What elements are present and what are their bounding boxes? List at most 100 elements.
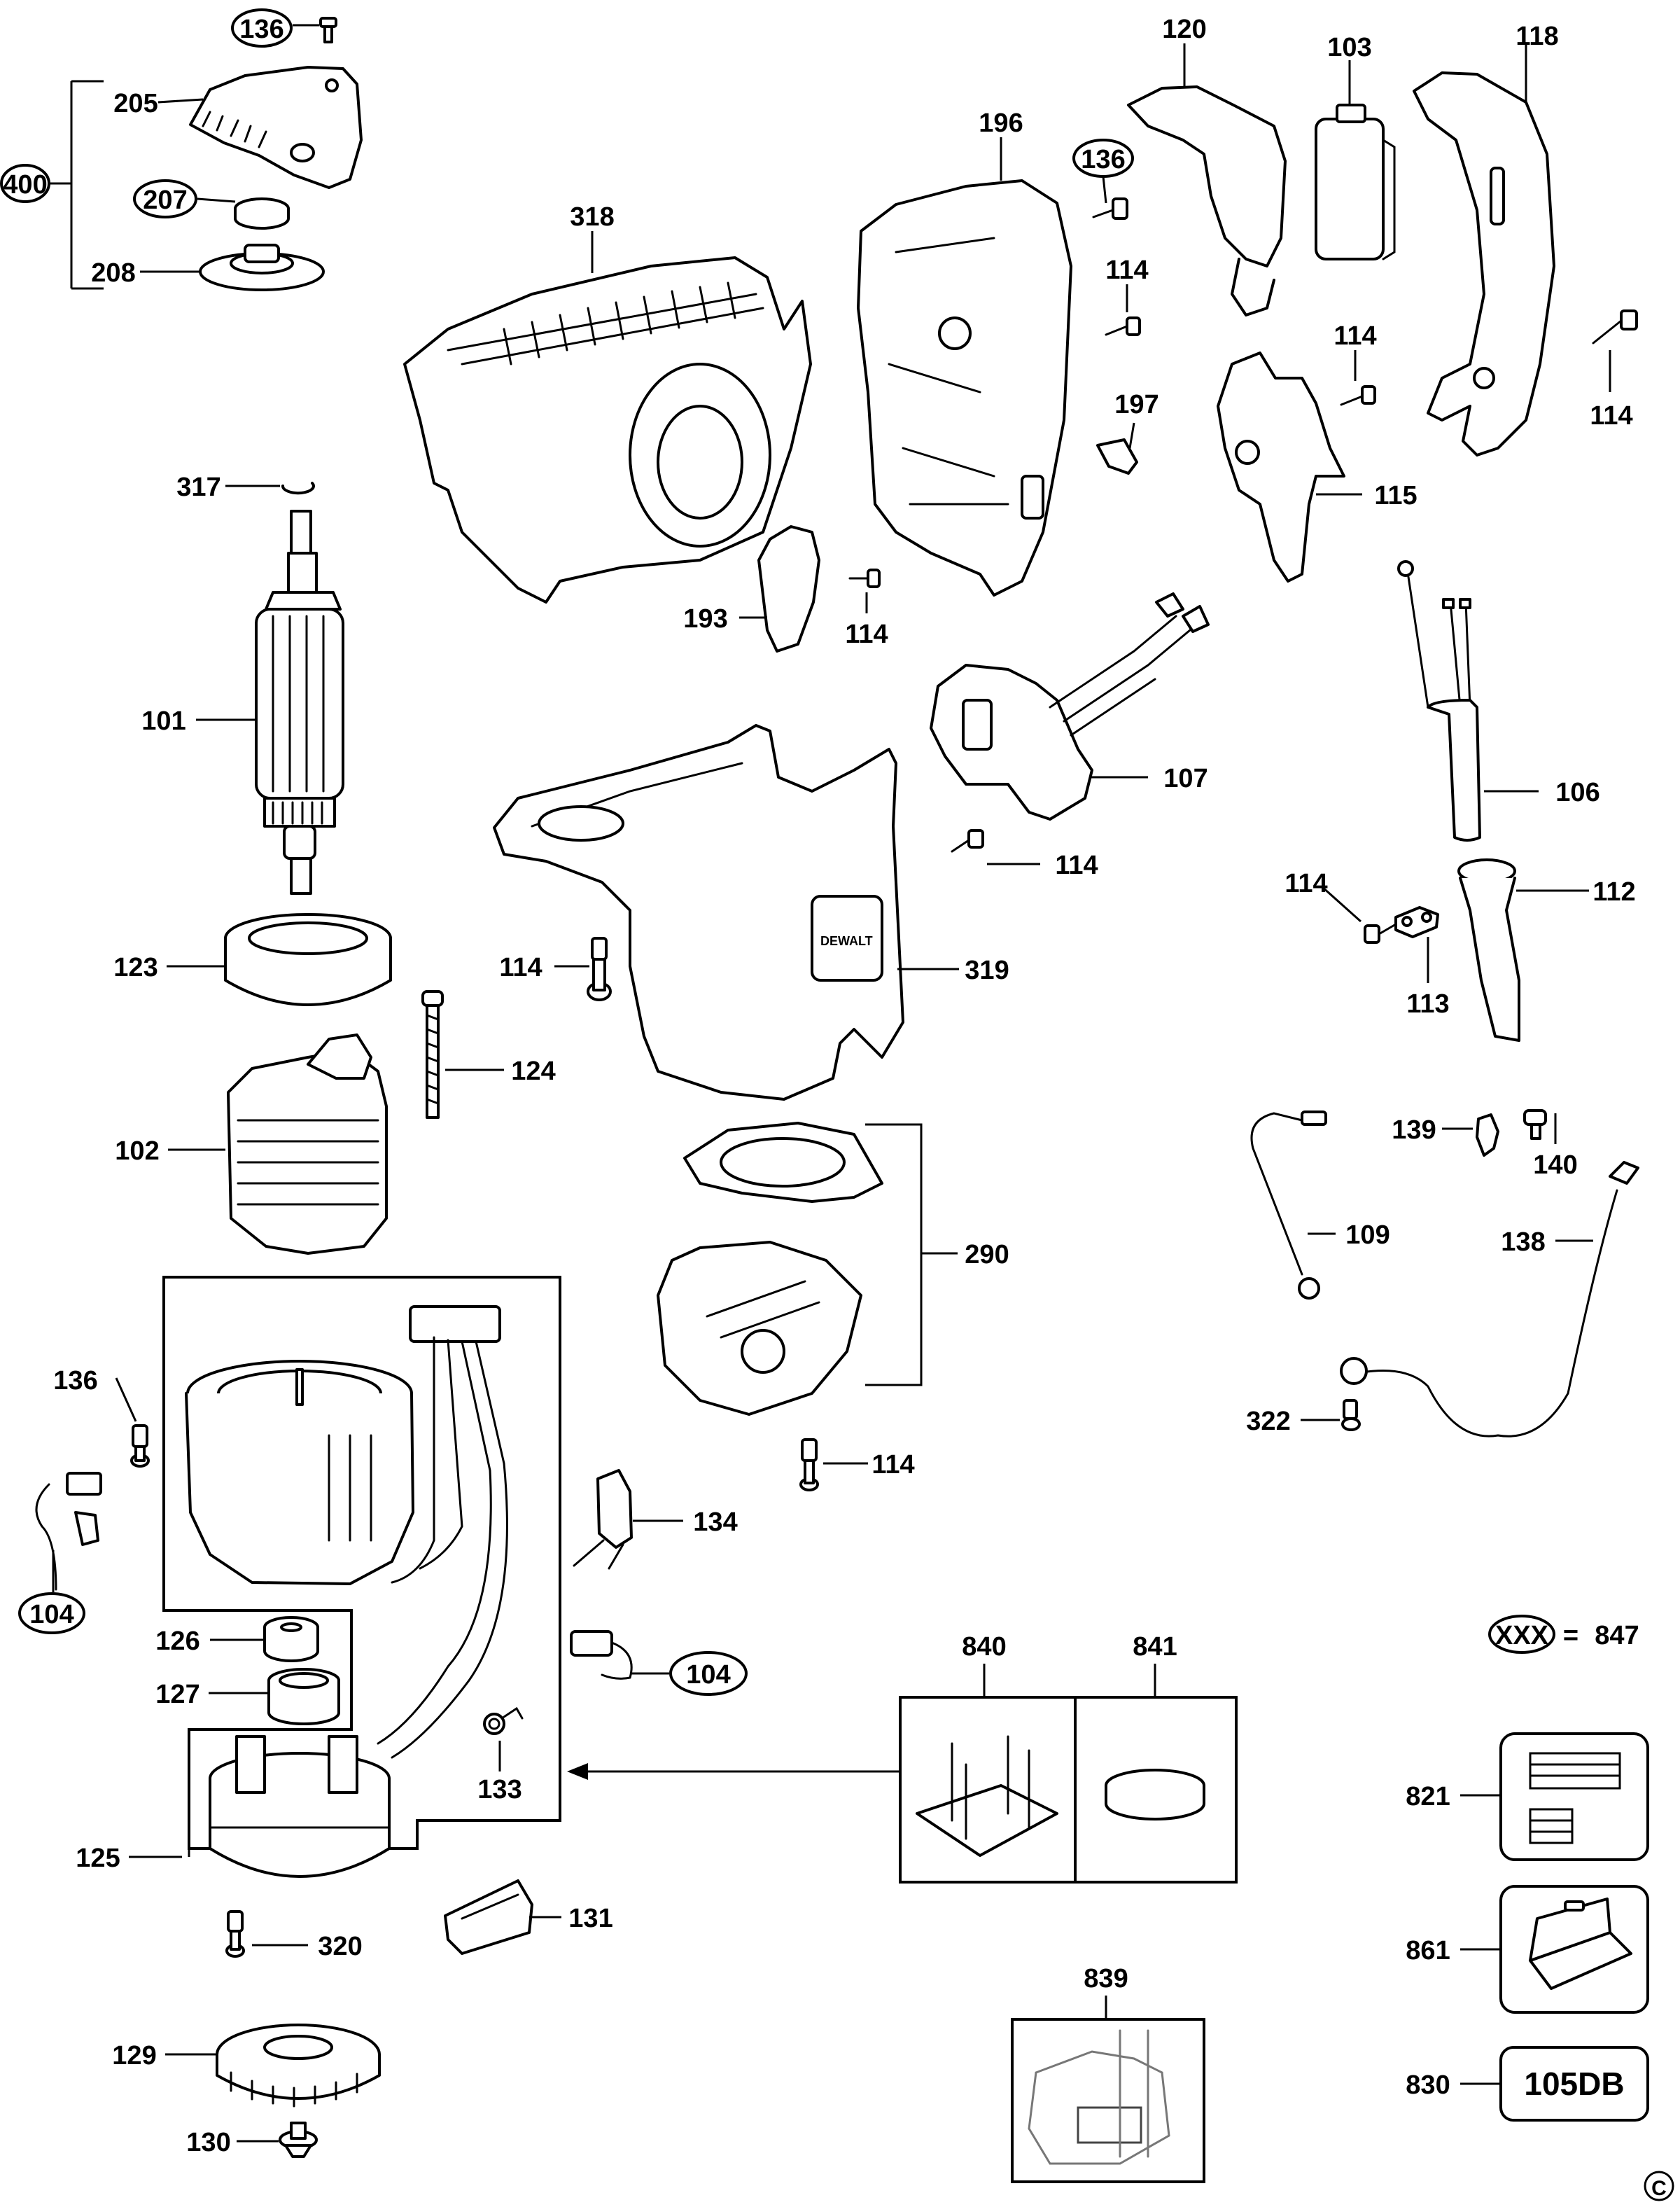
label-107: 107 (1163, 764, 1208, 793)
part-207-bearing (234, 197, 290, 230)
label-140: 140 (1533, 1150, 1577, 1180)
label-109: 109 (1345, 1220, 1390, 1250)
part-114-screw-f (1364, 923, 1397, 944)
badge-830-text: 105DB (1524, 2066, 1624, 2102)
label-102: 102 (115, 1136, 159, 1166)
label-114-e: 114 (1055, 851, 1098, 880)
label-193: 193 (683, 604, 727, 634)
part-136-screw-c (130, 1424, 150, 1468)
label-830: 830 (1406, 2070, 1450, 2100)
part-106-power-cord (1397, 560, 1481, 842)
label-124: 124 (511, 1057, 555, 1086)
part-terminal-block-wires (377, 1305, 508, 1759)
label-821: 821 (1406, 1782, 1450, 1811)
part-840-brush-holder-tool (916, 1735, 1058, 1857)
label-841: 841 (1133, 1632, 1177, 1662)
part-107-brush-holder (930, 592, 1210, 821)
part-114-screw-h (799, 1438, 819, 1491)
part-841-grease-pack (1105, 1769, 1205, 1820)
part-136-top-screw (319, 17, 337, 43)
part-109-wire-lead (1250, 1111, 1327, 1300)
label-114-d: 114 (845, 620, 888, 649)
part-133-brush-spring (483, 1706, 524, 1735)
part-124-long-screw (421, 990, 444, 1119)
part-114-screw-c (1592, 309, 1638, 344)
oval-136-top (231, 8, 293, 48)
label-136-b: 136 (1081, 145, 1125, 174)
label-136-c: 136 (53, 1366, 97, 1395)
part-136-screw-b (1092, 197, 1128, 220)
part-319-gear-housing (493, 724, 904, 1101)
part-320-screw (225, 1910, 245, 1958)
label-120: 120 (1162, 15, 1206, 44)
label-101: 101 (141, 706, 186, 736)
label-136-top: 136 (239, 15, 284, 44)
part-114-screw-a (1105, 316, 1141, 336)
label-113: 113 (1406, 989, 1449, 1019)
part-197-clip (1096, 438, 1138, 475)
label-125: 125 (76, 1844, 120, 1873)
part-317-circlip (281, 482, 315, 495)
part-104-carbon-brush-b (570, 1630, 633, 1680)
label-115: 115 (1374, 481, 1417, 510)
label-129: 129 (112, 2041, 156, 2070)
part-120-trigger-lever (1127, 85, 1287, 316)
label-196: 196 (979, 109, 1023, 138)
copyright-circle (1644, 2171, 1674, 2201)
part-139-ground-terminal (1476, 1113, 1499, 1157)
label-114-h: 114 (872, 1450, 914, 1480)
label-205: 205 (113, 89, 158, 118)
label-138: 138 (1501, 1227, 1545, 1257)
label-134: 134 (693, 1508, 737, 1537)
label-127: 127 (155, 1680, 200, 1709)
part-114-screw-d (848, 569, 881, 588)
label-114-c: 114 (1590, 401, 1632, 431)
part-103-switch (1315, 104, 1396, 260)
part-123-bearing-holder (224, 913, 392, 1006)
part-126-bearing (263, 1616, 319, 1662)
part-129-fan (216, 2024, 381, 2108)
label-317: 317 (176, 473, 220, 502)
label-114-f: 114 (1284, 869, 1327, 898)
part-196-handle-housing (857, 179, 1072, 597)
label-840: 840 (962, 1632, 1006, 1662)
oval-207 (133, 179, 197, 218)
label-207: 207 (143, 186, 187, 215)
part-102-field-coil (227, 1033, 388, 1255)
label-400: 400 (3, 170, 47, 200)
part-101-armature (255, 510, 344, 895)
arrow-head (567, 1763, 588, 1780)
part-193-selector-knob (757, 525, 820, 653)
part-127-bearing-sleeve (267, 1668, 340, 1725)
label-320: 320 (318, 1932, 362, 1961)
label-112: 112 (1592, 877, 1635, 907)
label-123: 123 (113, 953, 158, 982)
part-318-motor-housing-cover (403, 256, 812, 604)
part-field-assembly-housing (185, 1360, 414, 1585)
legend-equals: = (1563, 1621, 1578, 1650)
oval-400 (0, 164, 50, 203)
label-322: 322 (1246, 1407, 1290, 1436)
part-322-screw (1341, 1399, 1361, 1431)
legend-code: XXX (1495, 1621, 1549, 1650)
part-104-carbon-brush-a (35, 1472, 102, 1591)
label-118: 118 (1516, 22, 1558, 51)
part-821-manual (1499, 1732, 1649, 1861)
part-138-ground-wire (1340, 1161, 1639, 1437)
part-830-badge (1499, 2046, 1649, 2122)
label-106: 106 (1555, 778, 1600, 807)
copyright-mark: C (1651, 2177, 1667, 2200)
legend-value: 847 (1595, 1621, 1639, 1650)
part-114-screw-b (1340, 385, 1376, 406)
label-131: 131 (568, 1904, 612, 1933)
part-114-screw-g (587, 937, 612, 1001)
part-134-switch-module (573, 1469, 633, 1570)
part-112-cord-guard (1457, 858, 1520, 1042)
part-113-cord-clamp (1394, 906, 1439, 938)
label-139: 139 (1392, 1115, 1436, 1145)
housing-brand-text: DEWALT (820, 934, 873, 948)
label-861: 861 (1406, 1936, 1450, 1965)
label-114-b: 114 (1334, 321, 1376, 351)
